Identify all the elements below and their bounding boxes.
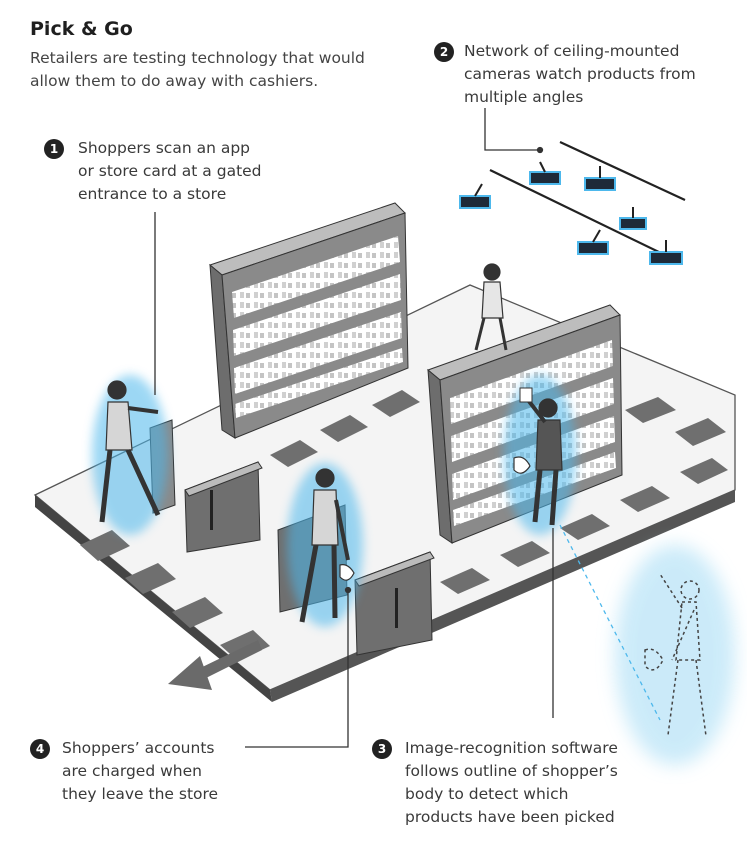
callout-line: entrance to a store — [78, 185, 227, 203]
callout-2-text: Network of ceiling-mounted cameras watch… — [464, 40, 696, 109]
camera-icon-group — [459, 161, 683, 265]
camera-icon — [529, 161, 561, 185]
callout-line: cameras watch products from — [464, 65, 696, 83]
callout-line: they leave the store — [62, 785, 219, 803]
callout-line: multiple angles — [464, 88, 584, 106]
callout-number-2: 2 — [434, 42, 454, 62]
subtitle-line: Retailers are testing technology that wo… — [30, 49, 365, 67]
subtitle: Retailers are testing technology that wo… — [30, 47, 430, 93]
callout-3-text: Image-recognition software follows outli… — [405, 737, 618, 829]
callout-line: Network of ceiling-mounted — [464, 42, 680, 60]
callout-number-1: 1 — [44, 139, 64, 159]
callout-line: Shoppers’ accounts — [62, 739, 215, 757]
callout-line: Shoppers scan an app — [78, 139, 251, 157]
shopper-outline-figure — [615, 545, 735, 765]
leader-lines — [154, 108, 554, 748]
ceiling-rails — [489, 141, 686, 256]
page-title: Pick & Go — [30, 18, 133, 40]
callout-line: body to detect which — [405, 785, 569, 803]
shopper-figure-exiting — [287, 463, 363, 627]
callout-4-text: Shoppers’ accounts are charged when they… — [62, 737, 218, 806]
camera-icon — [649, 240, 683, 265]
callout-line: are charged when — [62, 762, 202, 780]
callout-number-4: 4 — [30, 739, 50, 759]
shopper-figure-scanning — [92, 375, 168, 535]
callout-line: Image-recognition software — [405, 739, 618, 757]
camera-icon — [459, 183, 491, 209]
callout-line: products have been picked — [405, 808, 615, 826]
exit-arrow — [168, 640, 262, 690]
shopper-figure-background — [474, 263, 508, 351]
callout-1-text: Shoppers scan an app or store card at a … — [78, 137, 262, 206]
callout-line: or store card at a gated — [78, 162, 262, 180]
shopper-figure-picking — [504, 375, 576, 535]
subtitle-line: allow them to do away with cashiers. — [30, 72, 319, 90]
store-shelf-back — [208, 202, 409, 439]
callout-line: follows outline of shopper’s — [405, 762, 618, 780]
camera-icon — [584, 166, 616, 191]
walkway-tiles — [80, 390, 728, 661]
camera-icon — [619, 207, 647, 230]
callout-number-3: 3 — [372, 739, 392, 759]
camera-icon — [577, 229, 609, 255]
